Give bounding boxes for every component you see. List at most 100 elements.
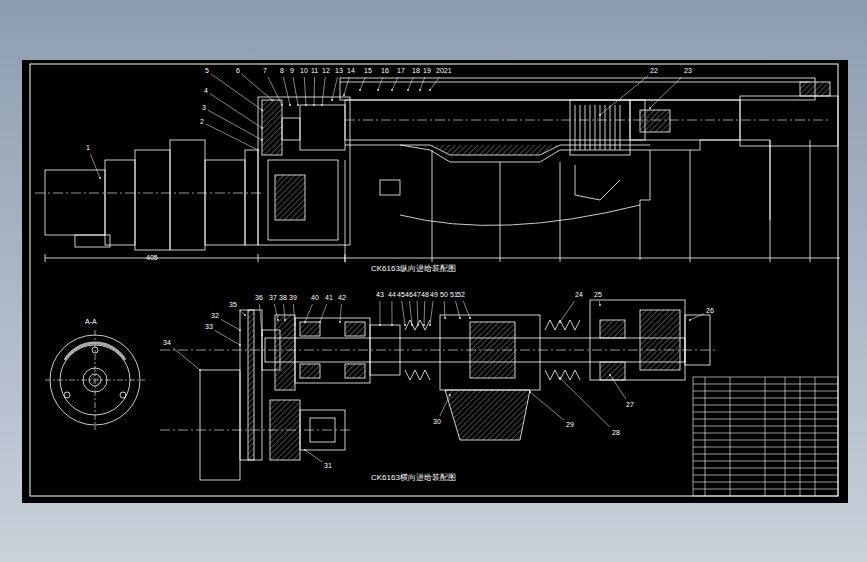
leader-dot: [391, 89, 393, 91]
callout-number: 25: [594, 291, 602, 299]
leader-line: [332, 77, 337, 100]
callout-number: 40: [311, 294, 319, 302]
leader-line: [293, 77, 298, 105]
callout-number: A-A: [85, 318, 97, 326]
leader-dot: [559, 321, 561, 323]
leader-dot: [261, 334, 263, 336]
leader-dot: [331, 99, 333, 101]
callout-number: 51: [450, 291, 458, 299]
leader-line: [650, 77, 682, 108]
leader-line: [420, 77, 425, 90]
leader-dot: [599, 304, 601, 306]
leader-dot: [459, 317, 461, 319]
callout-number: 41: [325, 294, 333, 302]
leader-dot: [261, 127, 263, 129]
drawing-caption: CK6163横向进给装配图: [370, 473, 457, 482]
leader-dot: [339, 321, 341, 323]
leader-line: [444, 301, 446, 318]
leader-dot: [271, 99, 273, 101]
leader-line: [410, 301, 412, 325]
leader-line: [463, 301, 470, 318]
leader-dot: [239, 344, 241, 346]
leader-dot: [277, 319, 279, 321]
leader-dot: [261, 139, 263, 141]
callout-number: 4: [204, 87, 208, 95]
leader-line: [173, 348, 200, 370]
leader-line: [690, 314, 704, 320]
leader-line: [206, 124, 258, 150]
callout-number: 35: [229, 301, 237, 309]
leader-line: [402, 301, 405, 325]
leader-line: [430, 301, 433, 325]
sheet: [22, 60, 848, 503]
leader-line: [599, 301, 601, 305]
callout-number: 39: [289, 294, 297, 302]
leader-dot: [261, 109, 263, 111]
leader-dot: [407, 89, 409, 91]
callout-number: 29: [566, 421, 574, 429]
leader-dot: [429, 324, 431, 326]
leader-dot: [649, 107, 651, 109]
callout-number: 34: [163, 339, 171, 347]
leader-line: [210, 94, 262, 128]
callout-number: 42: [338, 294, 346, 302]
leader-dot: [321, 104, 323, 106]
callout-number: 14: [347, 67, 355, 75]
leader-line: [320, 304, 327, 322]
callout-number: 33: [205, 323, 213, 331]
leader-dot: [411, 324, 413, 326]
callout-number: 32: [211, 312, 219, 320]
top-assembly: [35, 78, 840, 262]
leader-line: [392, 77, 398, 90]
leader-line: [322, 77, 325, 105]
callout-number: 52: [457, 291, 465, 299]
leader-line: [560, 301, 575, 322]
leader-line: [600, 76, 648, 115]
callout-number: 2021: [436, 67, 452, 75]
leader-line: [424, 301, 426, 325]
bottom-assembly: [45, 300, 715, 480]
leader-dot: [423, 324, 425, 326]
leader-line: [90, 154, 100, 178]
callout-number: 49: [430, 291, 438, 299]
leader-line: [283, 77, 290, 105]
callout-number: 44: [388, 291, 396, 299]
leader-dot: [449, 394, 451, 396]
drawing-caption: CK6163纵向进给装配图: [370, 264, 457, 273]
leader-dot: [239, 329, 241, 331]
leader-line: [610, 375, 626, 399]
leader-dot: [599, 114, 601, 116]
leader-dot: [257, 149, 259, 151]
callout-number: 7: [263, 67, 267, 75]
frame: [30, 64, 838, 496]
callout-number: 9: [290, 67, 294, 75]
leader-line: [305, 304, 312, 322]
leader-line: [305, 450, 322, 462]
leader-line: [560, 378, 610, 427]
callout-number: 8: [280, 67, 284, 75]
leader-line: [530, 392, 564, 420]
callout-number: 30: [433, 418, 441, 426]
leader-dot: [305, 104, 307, 106]
leader-dot: [429, 89, 431, 91]
leader-line: [417, 301, 419, 325]
callout-number: 36: [255, 294, 263, 302]
leader-line: [314, 77, 316, 105]
callout-number: 16: [381, 67, 389, 75]
leader-dot: [417, 324, 419, 326]
callout-number: 26: [706, 307, 714, 315]
callout-number: 46: [405, 291, 413, 299]
leader-dot: [469, 317, 471, 319]
leader-line: [239, 310, 245, 315]
leader-dot: [284, 319, 286, 321]
leader-dot: [689, 319, 691, 321]
callout-number: 28: [612, 429, 620, 437]
callout-number: 27: [626, 401, 634, 409]
callout-number: 37: [269, 294, 277, 302]
leader-line: [360, 77, 365, 90]
leader-dot: [529, 391, 531, 393]
callout-number: 43: [376, 291, 384, 299]
leader-line: [440, 395, 450, 416]
callout-number: 1: [86, 144, 90, 152]
leader-dot: [297, 104, 299, 106]
